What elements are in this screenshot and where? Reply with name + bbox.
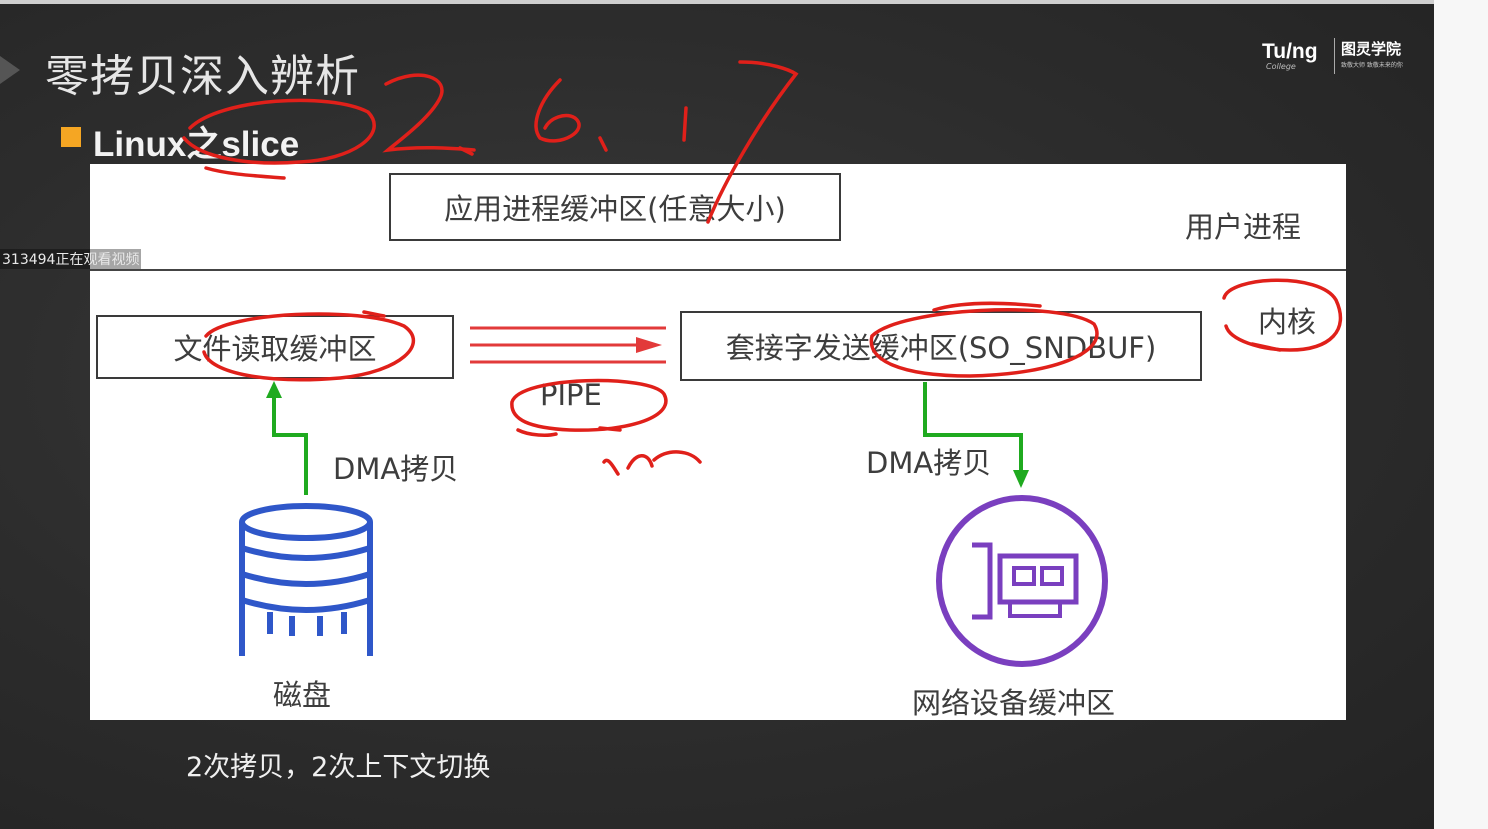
diagram-panel: 应用进程缓冲区(任意大小) 用户进程 内核 文件读取缓冲区 套接字发送缓冲区(S… [90, 164, 1346, 720]
file-read-buffer-box: 文件读取缓冲区 [96, 315, 454, 379]
bottom-note: 2次拷贝，2次上下文切换 [186, 752, 491, 783]
logo-tagline: 致敬大师 致敬未来的你 [1341, 62, 1403, 69]
watching-notice: 313494正在观看视频 [0, 249, 142, 269]
logo-brand-sub: College [1266, 62, 1296, 71]
kernel-label: 内核 [1258, 305, 1317, 339]
slide-canvas: 零拷贝深入辨析 Linux之slice Tu/ng College 图灵学院 致… [0, 4, 1434, 829]
slide-subtitle: Linux之slice [93, 125, 300, 164]
user-kernel-divider [90, 269, 1346, 271]
right-side-strip [1434, 0, 1488, 829]
user-buffer-box: 应用进程缓冲区(任意大小) [389, 173, 841, 241]
top-border [0, 0, 1434, 4]
bullet-square-icon [61, 127, 81, 147]
logo-brand-cn: 图灵学院 [1341, 40, 1402, 58]
pipe-label: PIPE [540, 378, 602, 412]
prev-slide-arrow-icon[interactable] [0, 56, 20, 84]
logo-brand-en: Tu/ng [1262, 40, 1318, 63]
dma-copy-left-label: DMA拷贝 [333, 452, 459, 486]
network-buffer-label: 网络设备缓冲区 [912, 686, 1116, 720]
slide-title: 零拷贝深入辨析 [45, 51, 360, 102]
disk-label: 磁盘 [273, 678, 332, 712]
socket-send-buffer-box: 套接字发送缓冲区(SO_SNDBUF) [680, 311, 1202, 381]
user-process-label: 用户进程 [1185, 210, 1302, 244]
turing-college-logo: Tu/ng College 图灵学院 致敬大师 致敬未来的你 [1262, 34, 1412, 78]
dma-copy-right-label: DMA拷贝 [866, 446, 992, 480]
logo-divider [1334, 38, 1335, 74]
